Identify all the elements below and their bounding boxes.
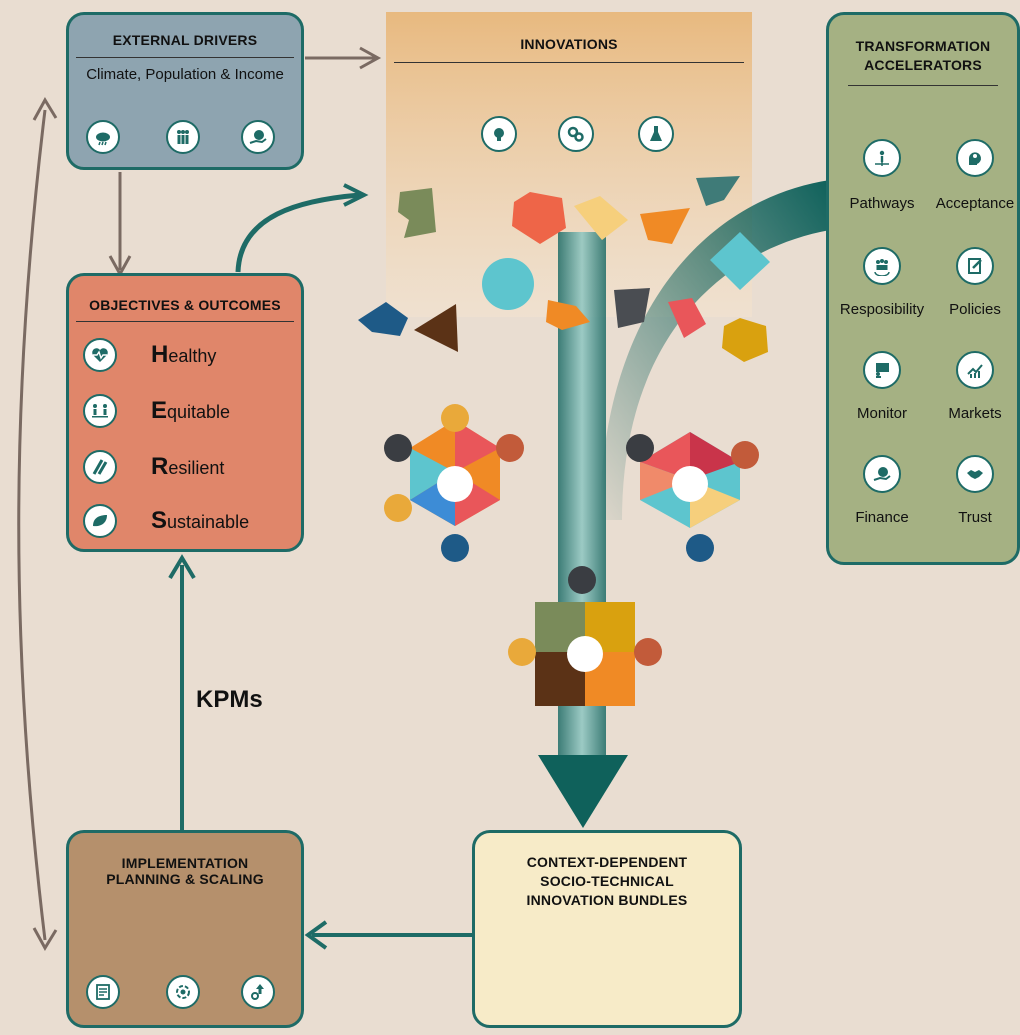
bundles-title-3: INNOVATION BUNDLES (526, 892, 688, 908)
team-circle-left (384, 404, 524, 562)
objective-label: esilient (168, 458, 225, 478)
puzzle-piece (668, 298, 706, 338)
objectives-title: OBJECTIVES & OUTCOMES (89, 297, 281, 313)
team-square-center (508, 566, 662, 706)
markets-icon (956, 351, 994, 389)
kpms-label: KPMs (196, 686, 263, 713)
bundles-title-1: CONTEXT-DEPENDENT (526, 854, 688, 870)
innovations-header: INNOVATIONS (394, 36, 744, 63)
external-drivers-title: EXTERNAL DRIVERS (112, 32, 258, 48)
innovations-title: INNOVATIONS (520, 36, 618, 52)
gears-icon (558, 116, 594, 152)
puzzle-piece (512, 192, 566, 244)
floating-puzzle-pieces (358, 176, 770, 362)
accelerator-label: Markets (948, 405, 1002, 422)
accelerator-label: Policies (949, 301, 1001, 318)
balance-icon (83, 394, 117, 428)
implementation-title-1: IMPLEMENTATION (121, 855, 249, 871)
finance-icon (863, 455, 901, 493)
puzzle-piece (574, 196, 628, 240)
accelerator-arc (600, 180, 830, 520)
puzzle-piece (358, 302, 408, 336)
puzzle-piece (640, 208, 690, 244)
puzzle-piece (614, 288, 650, 328)
central-arrowhead (538, 755, 628, 828)
acceptance-icon (956, 139, 994, 177)
objective-label: ealthy (168, 346, 217, 366)
implementation-box: IMPLEMENTATION PLANNING & SCALING (66, 830, 304, 1028)
team-circle-right (626, 432, 759, 562)
objective-initial: R (151, 453, 169, 480)
puzzle-piece (398, 188, 436, 238)
implementation-title-2: PLANNING & SCALING (106, 871, 264, 887)
cycle-gears-icon (166, 975, 200, 1009)
puzzle-piece (710, 232, 770, 290)
accelerator-label: Trust (958, 509, 992, 526)
bundles-box: CONTEXT-DEPENDENT SOCIO-TECHNICAL INNOVA… (472, 830, 742, 1028)
puzzle-piece (722, 318, 768, 362)
objective-initial: E (151, 397, 168, 424)
scaling-icon (241, 975, 275, 1009)
monitor-icon (863, 351, 901, 389)
income-icon (241, 120, 275, 154)
puzzle-piece (414, 304, 458, 352)
checklist-icon (86, 975, 120, 1009)
objective-sustainable: Sustainable (83, 504, 249, 538)
objective-healthy: Healthy (83, 338, 216, 372)
objective-label: quitable (167, 402, 231, 422)
heartbeat-icon (83, 338, 117, 372)
flask-icon (638, 116, 674, 152)
objective-label: ustainable (167, 512, 250, 532)
lightbulb-icon (481, 116, 517, 152)
objective-initial: S (151, 507, 168, 534)
trust-icon (956, 455, 994, 493)
resilience-icon (83, 450, 117, 484)
objective-resilient: Resilient (83, 450, 224, 484)
responsibility-icon (863, 247, 901, 285)
external-drivers-box: EXTERNAL DRIVERS Climate, Population & I… (66, 12, 304, 170)
pathways-icon (863, 139, 901, 177)
policies-icon (956, 247, 994, 285)
accelerators-box: TRANSFORMATION ACCELERATORS Pathways Acc… (826, 12, 1020, 565)
accelerator-label: Acceptance (935, 195, 1015, 212)
objective-equitable: Equitable (83, 394, 230, 428)
puzzle-piece (696, 176, 740, 206)
accelerator-label: Pathways (849, 195, 915, 212)
objective-initial: H (151, 341, 169, 368)
accelerator-label: Finance (855, 509, 909, 526)
accelerators-title-1: TRANSFORMATION (855, 38, 991, 54)
objectives-box: OBJECTIVES & OUTCOMES Healthy Equitable … (66, 273, 304, 552)
population-icon (166, 120, 200, 154)
accelerator-label: Monitor (856, 405, 908, 422)
accelerator-label: Resposibility (839, 301, 925, 318)
leaf-icon (83, 504, 117, 538)
external-drivers-subtitle: Climate, Population & Income (86, 66, 284, 83)
weather-icon (86, 120, 120, 154)
bundles-title-2: SOCIO-TECHNICAL (540, 873, 674, 889)
puzzle-piece (482, 258, 534, 310)
accelerators-title-2: ACCELERATORS (864, 57, 982, 73)
puzzle-piece (546, 300, 590, 330)
